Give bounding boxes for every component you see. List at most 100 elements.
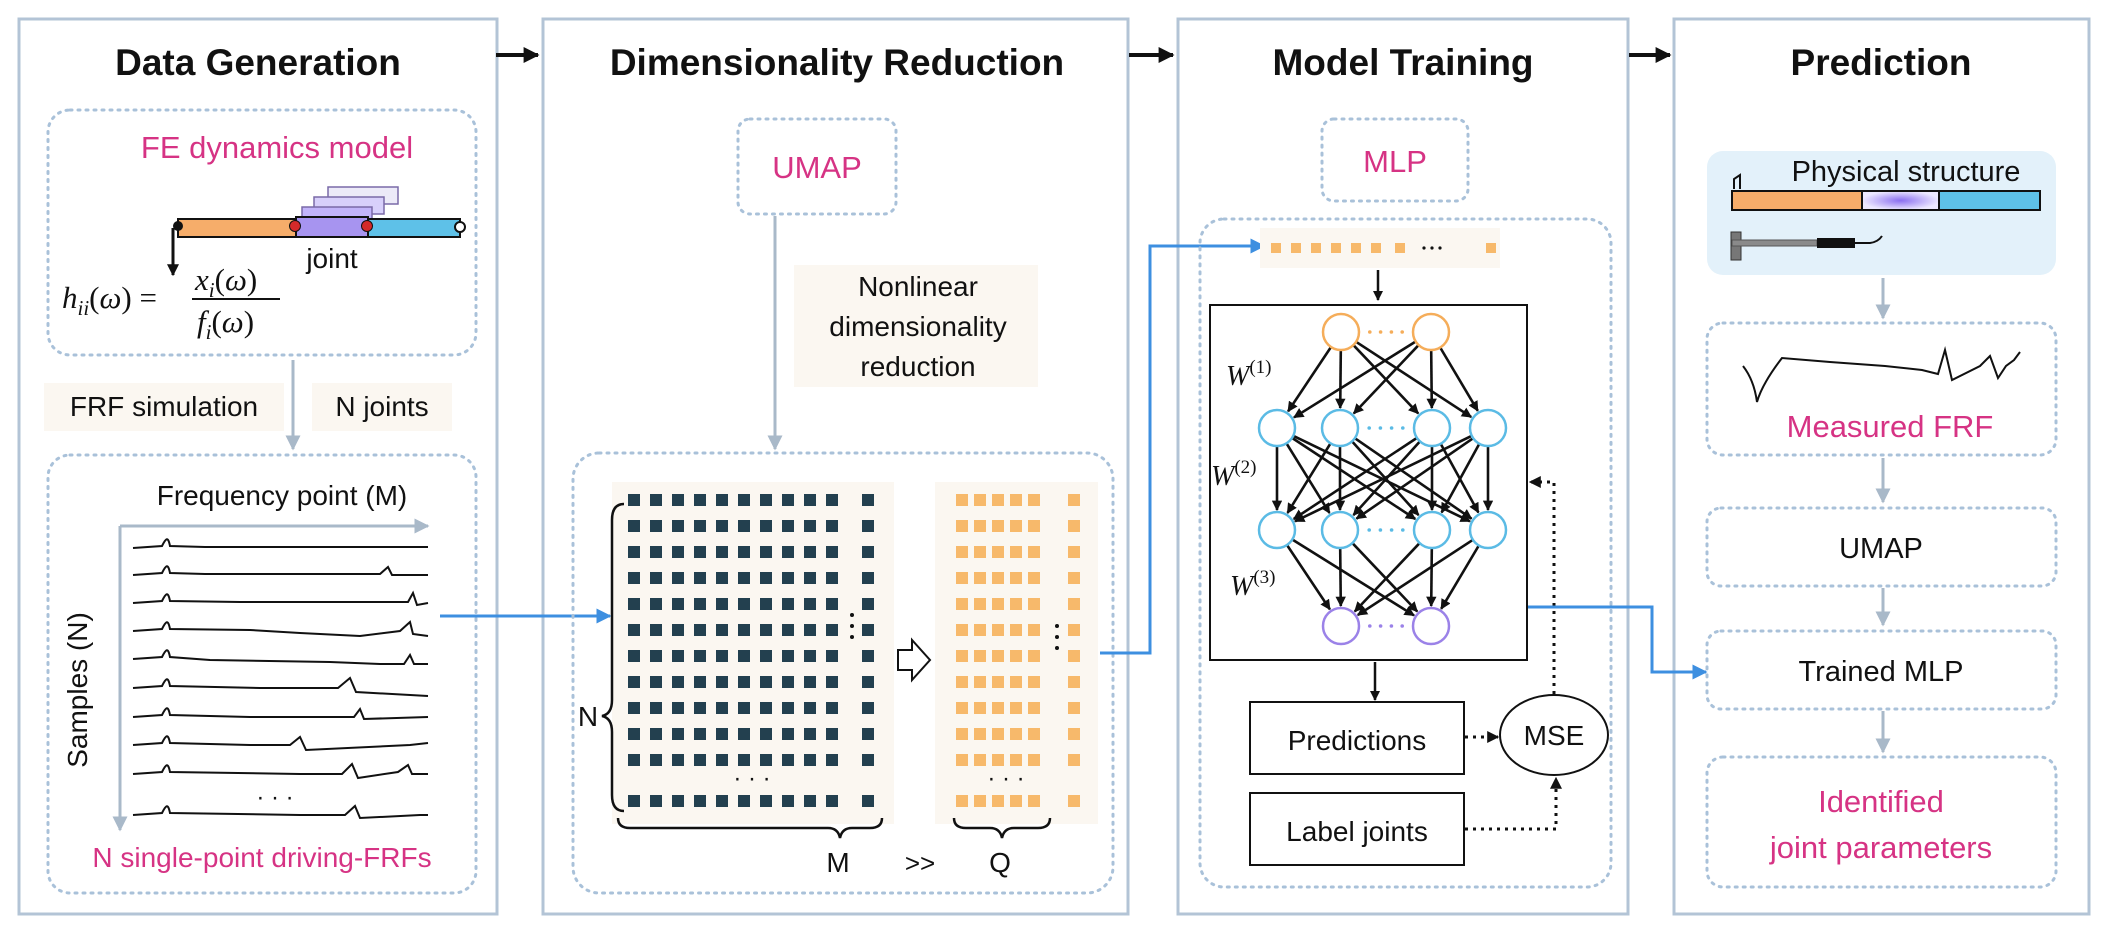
input-cell xyxy=(1486,243,1496,253)
matrix-cell xyxy=(672,494,684,506)
reduced-cell xyxy=(992,676,1004,688)
frf-curves xyxy=(132,538,429,820)
reduced-cell xyxy=(956,650,968,662)
matrix-cell xyxy=(716,650,728,662)
reduced-cell xyxy=(974,520,986,532)
matrix-cell xyxy=(694,795,706,807)
matrix-cell xyxy=(862,624,874,636)
training-box xyxy=(1198,217,1613,889)
neural-network xyxy=(1257,312,1508,646)
network-node xyxy=(1321,606,1361,646)
reduced-ellipsis: · · · xyxy=(987,765,1024,792)
matrix-cell xyxy=(694,702,706,714)
umap-step-label: UMAP xyxy=(1839,533,1923,565)
measured-frf-label: Measured FRF xyxy=(1787,409,1994,444)
input-cell xyxy=(1371,243,1381,253)
title-prediction: Prediction xyxy=(1791,42,1972,83)
input-cell xyxy=(1311,243,1321,253)
matrix-cell xyxy=(628,795,640,807)
w2-label: W(2) xyxy=(1211,457,1256,492)
matrix-cell xyxy=(650,624,662,636)
matrix-cell xyxy=(782,572,794,584)
flow-arrow-mlp-to-trained xyxy=(1528,605,1708,680)
panel-data-generation xyxy=(17,17,499,916)
reduced-cell xyxy=(1028,624,1040,636)
matrix-cell xyxy=(804,650,816,662)
reduced-cell xyxy=(1010,546,1022,558)
reduced-cell xyxy=(992,624,1004,636)
matrix-cell xyxy=(628,494,640,506)
network-edge xyxy=(1286,442,1332,514)
matrix-cell xyxy=(804,520,816,532)
reduced-cell xyxy=(1010,795,1022,807)
network-edge xyxy=(1439,346,1479,412)
matrix-cell xyxy=(694,494,706,506)
network-node xyxy=(1320,510,1360,550)
reduced-cell xyxy=(1010,598,1022,610)
reduced-cell xyxy=(992,598,1004,610)
input-cell xyxy=(1291,243,1301,253)
network-ellipsis xyxy=(1389,426,1394,430)
matrix-cell xyxy=(738,572,750,584)
matrix-cell xyxy=(826,546,838,558)
matrix-cell xyxy=(716,754,728,766)
reduced-cell xyxy=(956,546,968,558)
matrix-cell xyxy=(694,572,706,584)
svg-text:hii(ω) =: hii(ω) = xyxy=(62,280,157,320)
matrix-cell xyxy=(826,754,838,766)
matrix-cell xyxy=(760,494,772,506)
samples-label: Samples (N) xyxy=(62,612,93,768)
reduced-cell xyxy=(956,494,968,506)
reduced-cell xyxy=(1068,520,1080,532)
network-node xyxy=(1321,312,1361,352)
matrix-cell xyxy=(738,650,750,662)
low-dim-matrix xyxy=(956,494,1080,807)
identified-box xyxy=(1705,755,2058,889)
reduced-cell xyxy=(956,702,968,714)
matrix-cell xyxy=(738,520,750,532)
joint-label: joint xyxy=(305,243,358,274)
reduced-cell xyxy=(1028,676,1040,688)
matrix-cell xyxy=(694,650,706,662)
mse-label: MSE xyxy=(1524,720,1585,751)
network-edge xyxy=(1285,544,1331,611)
matrix-cell xyxy=(826,650,838,662)
n-label: N xyxy=(578,701,598,732)
reduced-cell xyxy=(956,520,968,532)
frf-samples-box xyxy=(46,453,478,895)
umap-step-box xyxy=(1705,506,2058,588)
reduced-cell xyxy=(974,728,986,740)
matrix-cell xyxy=(672,676,684,688)
network-edge xyxy=(1287,346,1333,413)
label-joints-label: Label joints xyxy=(1286,816,1428,847)
hammer-icon xyxy=(1730,231,1883,261)
network-ellipsis xyxy=(1378,624,1383,628)
matrix-cell xyxy=(738,598,750,610)
matrix-cell xyxy=(672,598,684,610)
identified-line2: joint parameters xyxy=(1769,830,1992,865)
reduced-cell xyxy=(974,572,986,584)
reduced-cell xyxy=(1028,546,1040,558)
matrix-cell xyxy=(650,676,662,688)
network-node xyxy=(1468,408,1508,448)
reduced-cell xyxy=(956,598,968,610)
network-frame xyxy=(1209,304,1528,661)
matrix-cell xyxy=(862,520,874,532)
reduced-cell xyxy=(1068,494,1080,506)
reduced-cell xyxy=(1068,598,1080,610)
matrix-cell xyxy=(826,702,838,714)
physical-structure-label: Physical structure xyxy=(1792,156,2021,188)
matrix-cell xyxy=(672,702,684,714)
matrix-cell xyxy=(760,650,772,662)
reduced-cell xyxy=(1068,572,1080,584)
matrix-cell xyxy=(804,624,816,636)
matrix-cell xyxy=(628,546,640,558)
reduced-cell xyxy=(1068,546,1080,558)
mlp-box xyxy=(1320,117,1470,203)
umap-label: UMAP xyxy=(772,150,862,185)
matrix-cell xyxy=(804,754,816,766)
matrix-cell xyxy=(672,520,684,532)
matrix-cell xyxy=(782,676,794,688)
trained-mlp-box xyxy=(1705,629,2058,711)
matrix-cell xyxy=(628,572,640,584)
